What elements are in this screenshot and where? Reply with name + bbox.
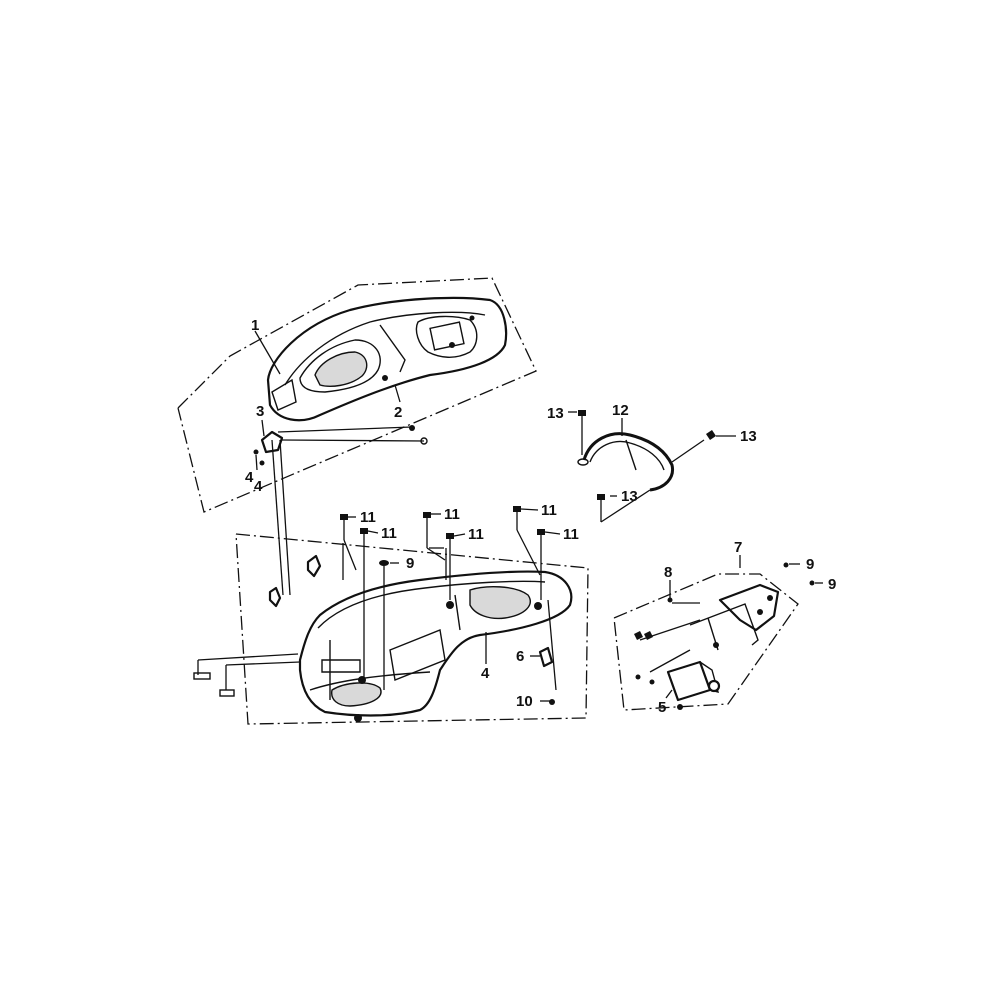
callout-13-c: 13	[621, 488, 638, 505]
callout-11-e: 11	[541, 502, 557, 519]
callout-9-helmet-box: 9	[406, 555, 414, 572]
callout-4-hinge-pin-b: 4	[254, 478, 263, 495]
callout-9-actuator-b: 9	[828, 576, 836, 593]
callout-1: 1	[251, 317, 259, 334]
callout-4-helmet-box: 4	[481, 665, 490, 682]
callout-11-f: 11	[563, 526, 579, 543]
callout-4-hinge-pin-a: 4	[245, 469, 254, 486]
callout-11-c: 11	[444, 506, 460, 523]
cable-part	[568, 410, 736, 523]
callout-2: 2	[394, 404, 402, 421]
callout-9-actuator-a: 9	[806, 556, 814, 573]
callout-11-d: 11	[468, 526, 484, 543]
callout-12: 12	[612, 402, 629, 419]
seat-part	[266, 296, 508, 422]
callout-6: 6	[516, 648, 524, 665]
callout-10: 10	[516, 693, 533, 710]
bolts-11	[340, 506, 545, 690]
helmet-box-lamp-wires	[193, 554, 322, 697]
latch-part	[538, 599, 557, 705]
callout-11-b: 11	[381, 525, 397, 542]
actuator-part	[634, 555, 823, 710]
callout-13-a: 13	[547, 405, 564, 422]
helmet-box-part	[298, 570, 573, 722]
callout-7: 7	[734, 539, 742, 556]
callout-3: 3	[256, 403, 264, 420]
callout-5: 5	[658, 699, 666, 716]
callout-labels: 1 2 3 4 4 4 5 6 7 8 9 9 9 10 11 11 11 11…	[245, 317, 836, 716]
seat-hinge-part	[253, 425, 428, 596]
actuator-group-boundary	[613, 573, 799, 711]
callout-13-b: 13	[740, 428, 757, 445]
callout-11-a: 11	[360, 509, 376, 526]
leader-lines	[254, 330, 561, 702]
seat-group-boundary	[177, 277, 537, 513]
callout-8: 8	[664, 564, 672, 581]
helmet-box-group-boundary	[235, 533, 589, 725]
